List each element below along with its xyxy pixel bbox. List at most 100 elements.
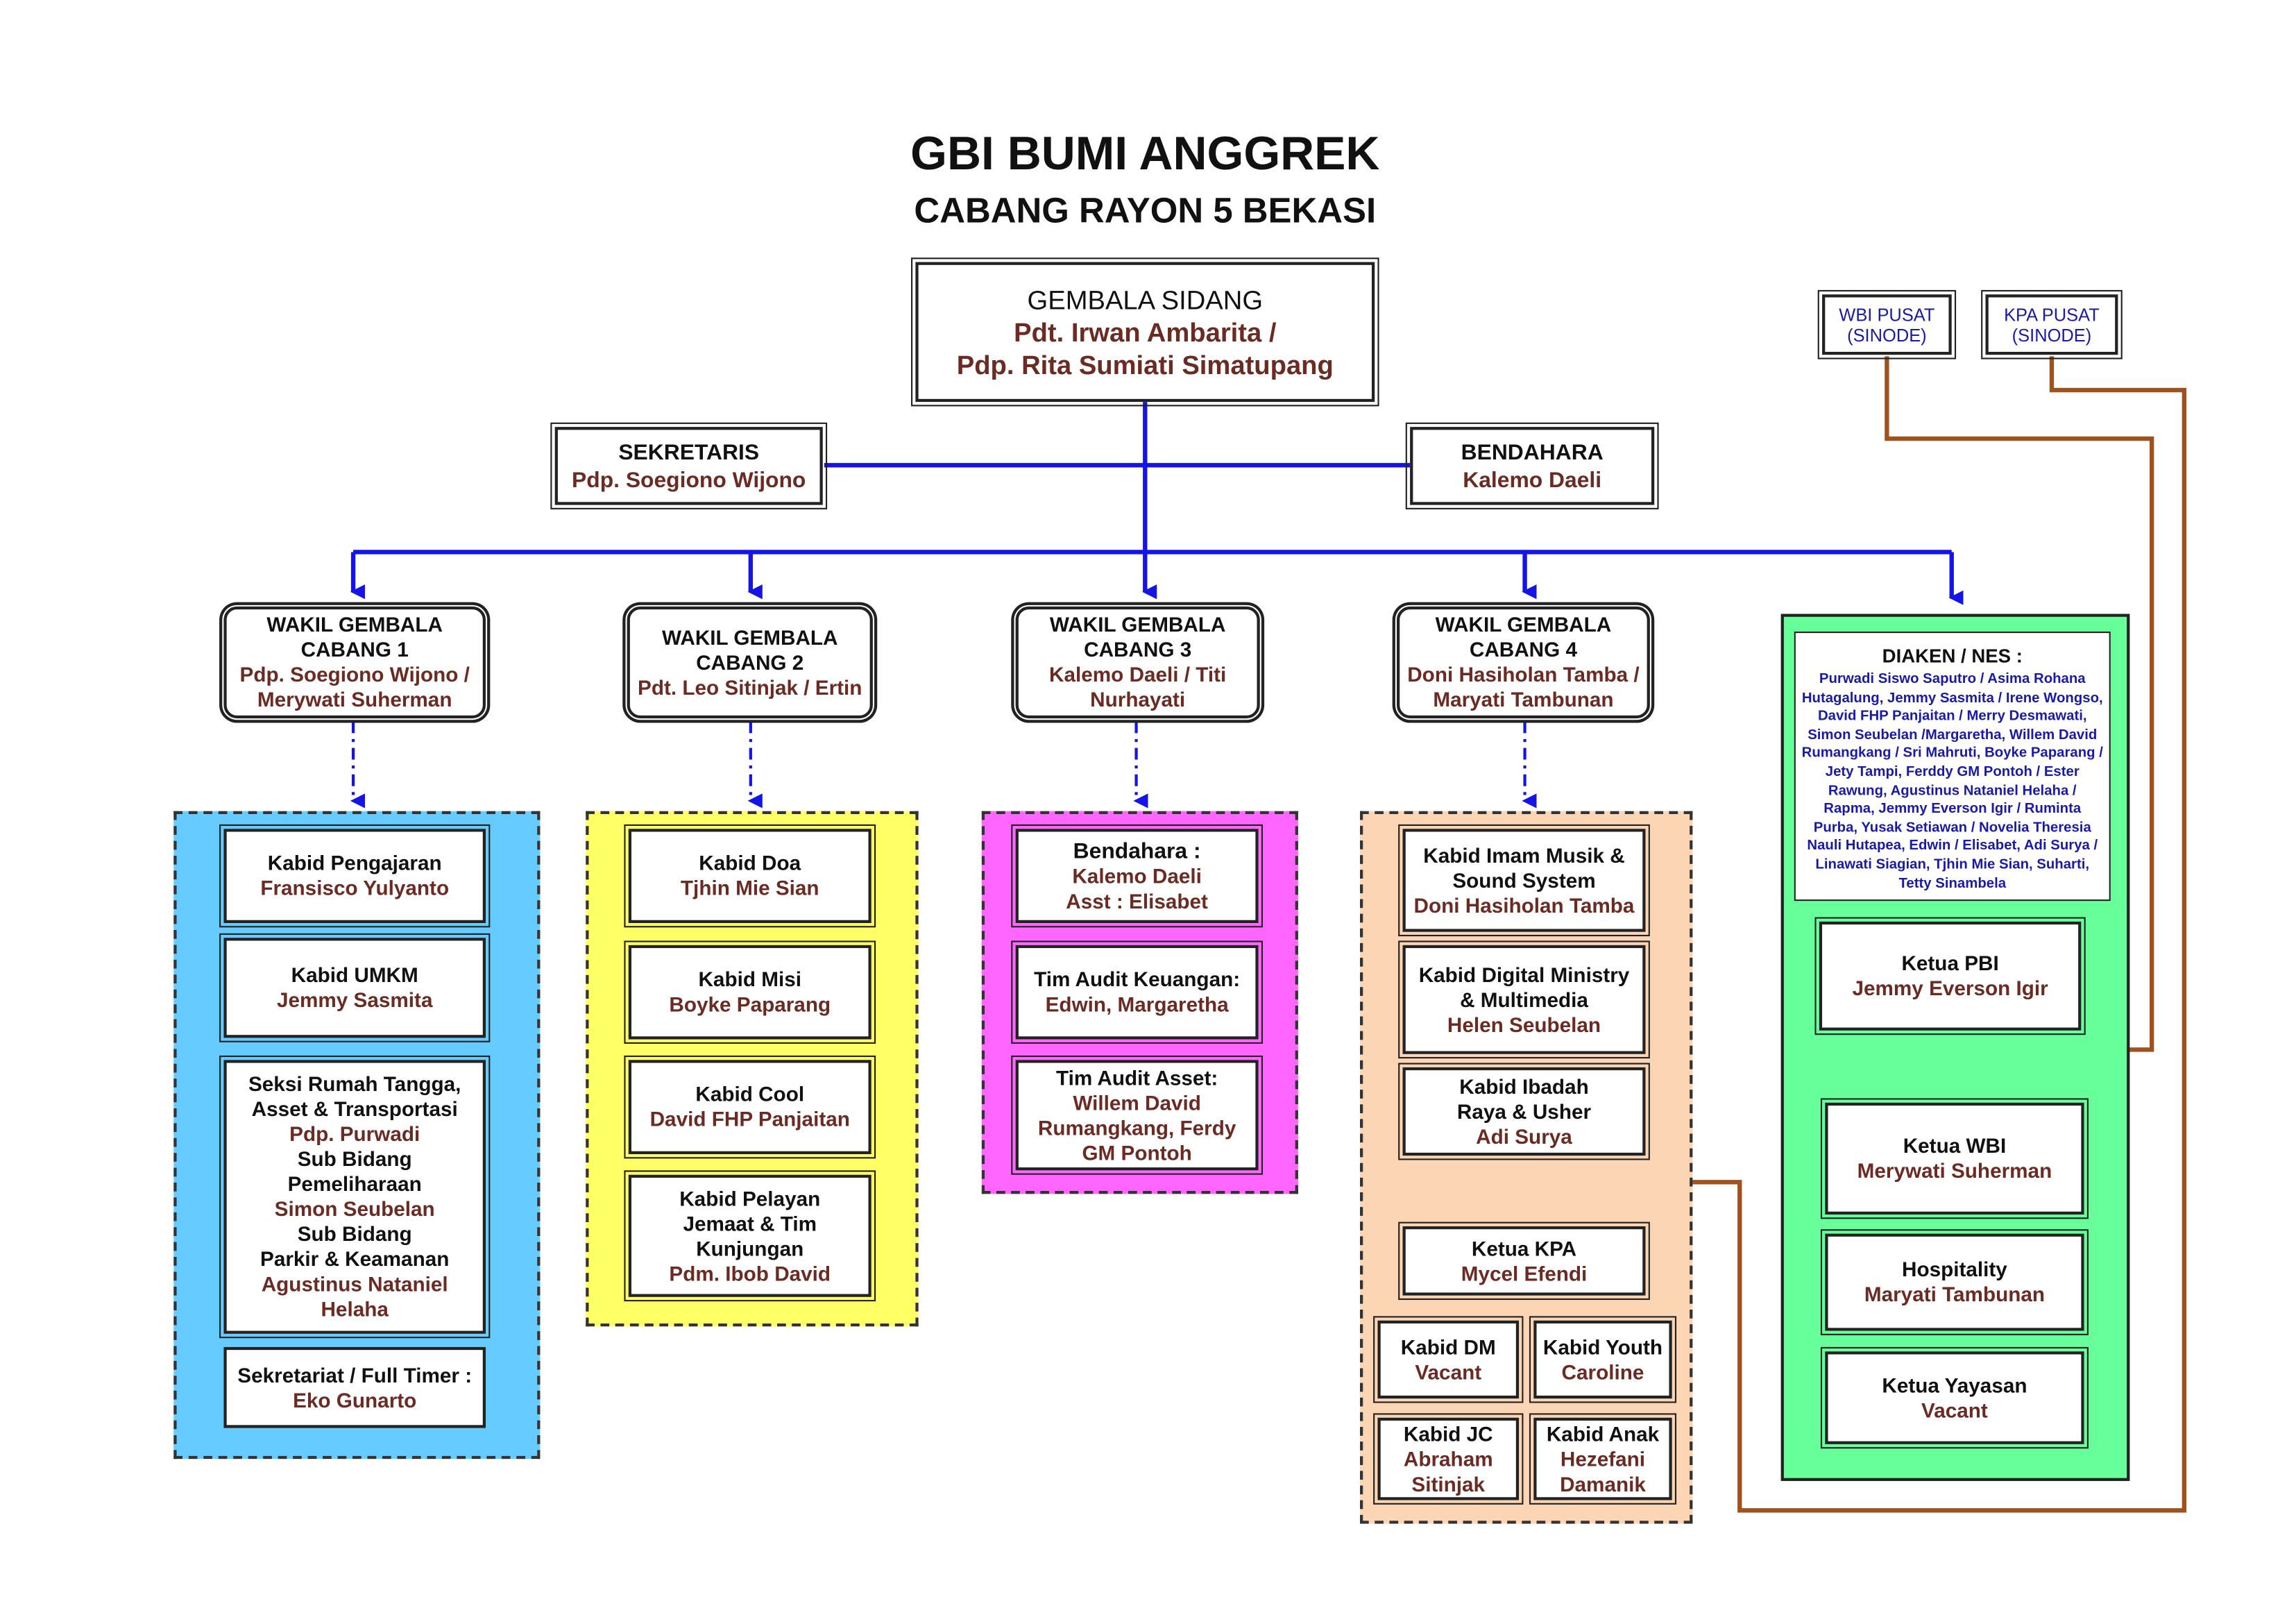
kabid-digital-ministry-box[interactable]: Kabid Digital Ministry & Multimedia Hele… bbox=[1398, 940, 1650, 1059]
ketua-yayasan-role: Ketua Yayasan bbox=[1882, 1373, 2027, 1396]
kabid-imam-musik-box[interactable]: Kabid Imam Musik & Sound System Doni Has… bbox=[1398, 824, 1650, 937]
wakil-4-title: WAKIL GEMBALA bbox=[1435, 612, 1612, 636]
kabid-umkm-role: Kabid UMKM bbox=[291, 963, 418, 987]
kabid-doa-box[interactable]: Kabid Doa Tjhin Mie Sian bbox=[624, 824, 876, 928]
kabid-imam-musik-name: Doni Hasiholan Tamba bbox=[1413, 893, 1635, 917]
kabid-youth-box[interactable]: Kabid Youth Caroline bbox=[1529, 1316, 1677, 1403]
diaken-title: DIAKEN / NES : bbox=[1882, 645, 2023, 667]
tim-audit-asset-name-2: Rumangkang, Ferdy bbox=[1037, 1115, 1236, 1139]
bendahara-box[interactable]: BENDAHARA Kalemo Daeli bbox=[1405, 422, 1659, 509]
hospitality-box[interactable]: Hospitality Maryati Tambunan bbox=[1820, 1229, 2089, 1335]
bendahara-c3-asst: Asst : Elisabet bbox=[1066, 888, 1208, 913]
hospitality-role: Hospitality bbox=[1902, 1257, 2007, 1281]
kabid-misi-box[interactable]: Kabid Misi Boyke Paparang bbox=[624, 940, 876, 1044]
tim-audit-asset-name-3: GM Pontoh bbox=[1082, 1140, 1192, 1164]
wbi-pusat-line-1: WBI PUSAT bbox=[1839, 304, 1935, 325]
wakil-1-cabang: CABANG 1 bbox=[300, 637, 409, 661]
tim-audit-asset-name-1: Willem David bbox=[1073, 1090, 1201, 1114]
kabid-ibadah-raya-box[interactable]: Kabid Ibadah Raya & Usher Adi Surya bbox=[1398, 1063, 1650, 1160]
kabid-umkm-box[interactable]: Kabid UMKM Jemmy Sasmita bbox=[219, 933, 491, 1042]
kabid-pengajaran-box[interactable]: Kabid Pengajaran Fransisco Yulyanto bbox=[219, 824, 491, 928]
kabid-jc-name-2: Sitinjak bbox=[1411, 1471, 1486, 1496]
kpa-pusat-box[interactable]: KPA PUSAT (SINODE) bbox=[1981, 289, 2123, 360]
sekretaris-role: SEKRETARIS bbox=[618, 439, 760, 465]
tim-audit-asset-box[interactable]: Tim Audit Asset: Willem David Rumangkang… bbox=[1011, 1055, 1263, 1175]
tim-audit-keuangan-names: Edwin, Margaretha bbox=[1045, 992, 1229, 1016]
sekretariat-role: Sekretariat / Full Timer : bbox=[237, 1362, 473, 1387]
ketua-pbi-role: Ketua PBI bbox=[1901, 951, 1999, 975]
wakil-gembala-cabang-1[interactable]: WAKIL GEMBALA CABANG 1 Pdp. Soegiono Wij… bbox=[223, 606, 486, 719]
wakil-4-cabang: CABANG 4 bbox=[1469, 637, 1577, 661]
kpa-pusat-line-2: (SINODE) bbox=[2012, 324, 2092, 346]
kabid-pelayan-line-2: Jemaat & Tim bbox=[683, 1210, 817, 1235]
bendahara-c3-role: Bendahara : bbox=[1073, 838, 1201, 864]
kabid-pelayan-name: Pdm. Ibob David bbox=[669, 1260, 831, 1285]
sub-bidang-2-name-2: Helaha bbox=[321, 1296, 389, 1321]
ketua-wbi-name: Merywati Suherman bbox=[1857, 1158, 2052, 1183]
diaken-names: Purwadi Siswo Saputro / Asima Rohana Hut… bbox=[1801, 671, 2103, 892]
wakil-2-title: WAKIL GEMBALA bbox=[661, 625, 838, 649]
kabid-anak-name-2: Damanik bbox=[1560, 1471, 1646, 1496]
sub-bidang-1-label: Sub Bidang bbox=[297, 1147, 412, 1171]
kabid-cool-role: Kabid Cool bbox=[695, 1082, 805, 1106]
kabid-dm-name: Vacant bbox=[1415, 1359, 1482, 1383]
page-title: GBI BUMI ANGGREK bbox=[910, 126, 1380, 180]
sub-bidang-2-title: Parkir & Keamanan bbox=[260, 1246, 450, 1271]
kabid-digital-name: Helen Seubelan bbox=[1447, 1012, 1601, 1036]
bendahara-c3-name: Kalemo Daeli bbox=[1072, 863, 1202, 888]
seksi-rumah-tangga-box[interactable]: Seksi Rumah Tangga, Asset & Transportasi… bbox=[219, 1055, 491, 1339]
bendahara-cabang-3-box[interactable]: Bendahara : Kalemo Daeli Asst : Elisabet bbox=[1011, 824, 1263, 928]
sub-bidang-2-label: Sub Bidang bbox=[297, 1221, 412, 1246]
wakil-4-name-2: Maryati Tambunan bbox=[1433, 687, 1614, 711]
gembala-name-1: Pdt. Irwan Ambarita / bbox=[1014, 317, 1277, 347]
ketua-wbi-box[interactable]: Ketua WBI Merywati Suherman bbox=[1820, 1098, 2089, 1219]
kabid-cool-name: David FHP Panjaitan bbox=[649, 1107, 850, 1131]
kabid-cool-box[interactable]: Kabid Cool David FHP Panjaitan bbox=[624, 1055, 876, 1159]
wakil-3-cabang: CABANG 3 bbox=[1084, 637, 1192, 661]
kabid-jc-box[interactable]: Kabid JC Abraham Sitinjak bbox=[1373, 1413, 1524, 1505]
kabid-dm-role: Kabid DM bbox=[1400, 1334, 1496, 1358]
wakil-gembala-cabang-4[interactable]: WAKIL GEMBALA CABANG 4 Doni Hasiholan Ta… bbox=[1397, 606, 1650, 719]
hospitality-name: Maryati Tambunan bbox=[1864, 1282, 2046, 1306]
seksi-rt-line-2: Asset & Transportasi bbox=[251, 1097, 458, 1121]
kpa-pusat-line-1: KPA PUSAT bbox=[2004, 304, 2100, 325]
kabid-anak-role: Kabid Anak bbox=[1546, 1421, 1660, 1445]
wakil-gembala-cabang-3[interactable]: WAKIL GEMBALA CABANG 3 Kalemo Daeli / Ti… bbox=[1015, 606, 1260, 719]
kabid-pelayan-line-3: Kunjungan bbox=[696, 1235, 804, 1260]
gembala-role: GEMBALA SIDANG bbox=[1027, 285, 1264, 314]
kabid-doa-role: Kabid Doa bbox=[699, 851, 801, 874]
kabid-jc-name-1: Abraham bbox=[1403, 1446, 1493, 1471]
tim-audit-keuangan-box[interactable]: Tim Audit Keuangan: Edwin, Margaretha bbox=[1011, 940, 1263, 1044]
sekretaris-box[interactable]: SEKRETARIS Pdp. Soegiono Wijono bbox=[550, 422, 828, 509]
ketua-kpa-name: Mycel Efendi bbox=[1461, 1260, 1588, 1285]
gembala-sidang-box[interactable]: GEMBALA SIDANG Pdt. Irwan Ambarita / Pdp… bbox=[911, 257, 1379, 407]
sekretariat-name: Eko Gunarto bbox=[293, 1387, 417, 1412]
kabid-anak-box[interactable]: Kabid Anak Hezefani Damanik bbox=[1529, 1413, 1677, 1505]
wakil-3-name-2: Nurhayati bbox=[1090, 687, 1186, 711]
tim-audit-asset-role: Tim Audit Asset: bbox=[1056, 1065, 1218, 1089]
ketua-yayasan-box[interactable]: Ketua Yayasan Vacant bbox=[1820, 1346, 2089, 1449]
seksi-rt-line-1: Seksi Rumah Tangga, bbox=[248, 1072, 461, 1096]
kabid-youth-role: Kabid Youth bbox=[1542, 1334, 1663, 1358]
wbi-pusat-box[interactable]: WBI PUSAT (SINODE) bbox=[1817, 289, 1957, 360]
ketua-kpa-box[interactable]: Ketua KPA Mycel Efendi bbox=[1398, 1221, 1650, 1301]
tim-audit-keuangan-role: Tim Audit Keuangan: bbox=[1034, 967, 1241, 991]
gembala-name-2: Pdp. Rita Sumiati Simatupang bbox=[956, 349, 1334, 380]
kabid-pelayan-jemaat-box[interactable]: Kabid Pelayan Jemaat & Tim Kunjungan Pdm… bbox=[624, 1170, 876, 1302]
wakil-4-name-1: Doni Hasiholan Tamba / bbox=[1407, 662, 1640, 686]
kabid-pengajaran-role: Kabid Pengajaran bbox=[267, 851, 442, 874]
seksi-rt-name: Pdp. Purwadi bbox=[289, 1122, 420, 1146]
diaken-nes-box[interactable]: DIAKEN / NES : Purwadi Siswo Saputro / A… bbox=[1794, 631, 2111, 902]
bendahara-role: BENDAHARA bbox=[1461, 439, 1604, 465]
wakil-1-name-1: Pdp. Soegiono Wijono / bbox=[239, 662, 470, 686]
wakil-1-title: WAKIL GEMBALA bbox=[266, 612, 443, 636]
wakil-gembala-cabang-2[interactable]: WAKIL GEMBALA CABANG 2 Pdt. Leo Sitinjak… bbox=[627, 606, 873, 719]
page-subtitle: CABANG RAYON 5 BEKASI bbox=[914, 191, 1377, 232]
wakil-3-title: WAKIL GEMBALA bbox=[1049, 612, 1226, 636]
kabid-doa-name: Tjhin Mie Sian bbox=[680, 876, 819, 900]
ketua-pbi-box[interactable]: Ketua PBI Jemmy Everson Igir bbox=[1814, 917, 2086, 1035]
sekretariat-box[interactable]: Sekretariat / Full Timer : Eko Gunarto bbox=[223, 1346, 486, 1428]
kabid-dm-box[interactable]: Kabid DM Vacant bbox=[1373, 1316, 1524, 1403]
wakil-1-name-2: Merywati Suherman bbox=[257, 687, 452, 711]
